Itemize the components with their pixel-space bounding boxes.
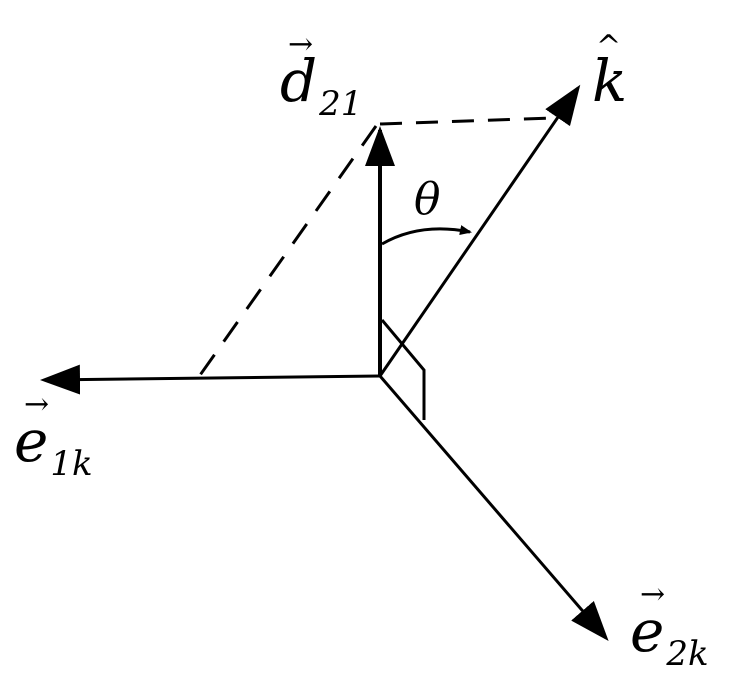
dashed-line-top — [379, 116, 553, 126]
label-d21: → d21 — [280, 27, 363, 124]
vector-e1k — [40, 364, 381, 395]
dashed-line-left — [196, 125, 378, 379]
right-angle-marker — [380, 319, 426, 420]
vector-k — [378, 84, 581, 377]
arrow-accent-icon: → — [288, 27, 314, 62]
label-e1k: → e1k — [14, 387, 93, 484]
arrow-accent-icon: → — [640, 577, 666, 612]
arrow-accent-icon: → — [24, 387, 50, 422]
label-theta: θ — [414, 174, 441, 225]
label-e2k: → e2k — [630, 577, 709, 674]
label-k-hat: ^ k — [592, 29, 628, 115]
vector-e2k — [378, 375, 609, 642]
hat-accent-icon: ^ — [596, 29, 622, 64]
theta-arc — [381, 225, 472, 246]
